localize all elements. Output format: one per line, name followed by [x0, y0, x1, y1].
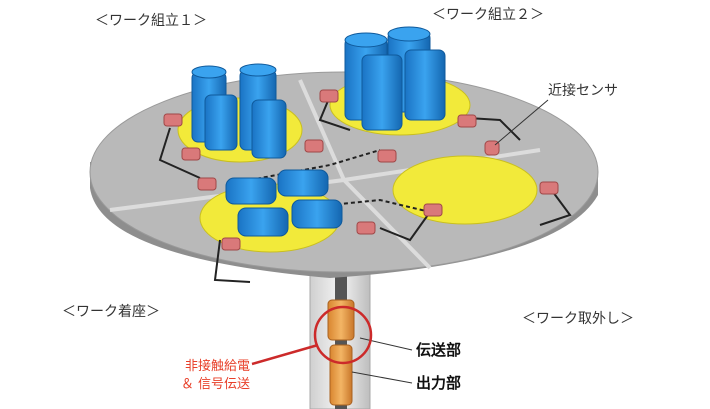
label-contactless-line1: 非接触給電	[164, 358, 250, 376]
sensor	[198, 178, 216, 190]
label-assembly1: ＜ワーク組立１＞	[95, 14, 207, 28]
label-contactless: 非接触給電 ＆ 信号伝送	[164, 358, 250, 393]
sensor	[182, 148, 200, 160]
red-leader	[252, 345, 318, 364]
works-assembly2	[345, 27, 445, 130]
sensor	[305, 140, 323, 152]
sensor	[424, 204, 442, 216]
sensor	[320, 90, 338, 102]
label-seating: ＜ワーク着座＞	[62, 305, 160, 319]
label-assembly2: ＜ワーク組立２＞	[432, 8, 544, 22]
label-proximity-sensor: 近接センサ	[548, 84, 618, 98]
sensor	[458, 115, 476, 127]
sensor	[540, 182, 558, 194]
sensor	[164, 114, 182, 126]
label-contactless-line2: ＆ 信号伝送	[164, 376, 250, 394]
label-output: 出力部	[416, 376, 461, 391]
sensor	[378, 150, 396, 162]
sensor	[357, 222, 375, 234]
pad-removal	[393, 156, 537, 224]
label-transmission: 伝送部	[416, 343, 461, 358]
sensor	[222, 238, 240, 250]
label-removal: ＜ワーク取外し＞	[522, 312, 634, 326]
